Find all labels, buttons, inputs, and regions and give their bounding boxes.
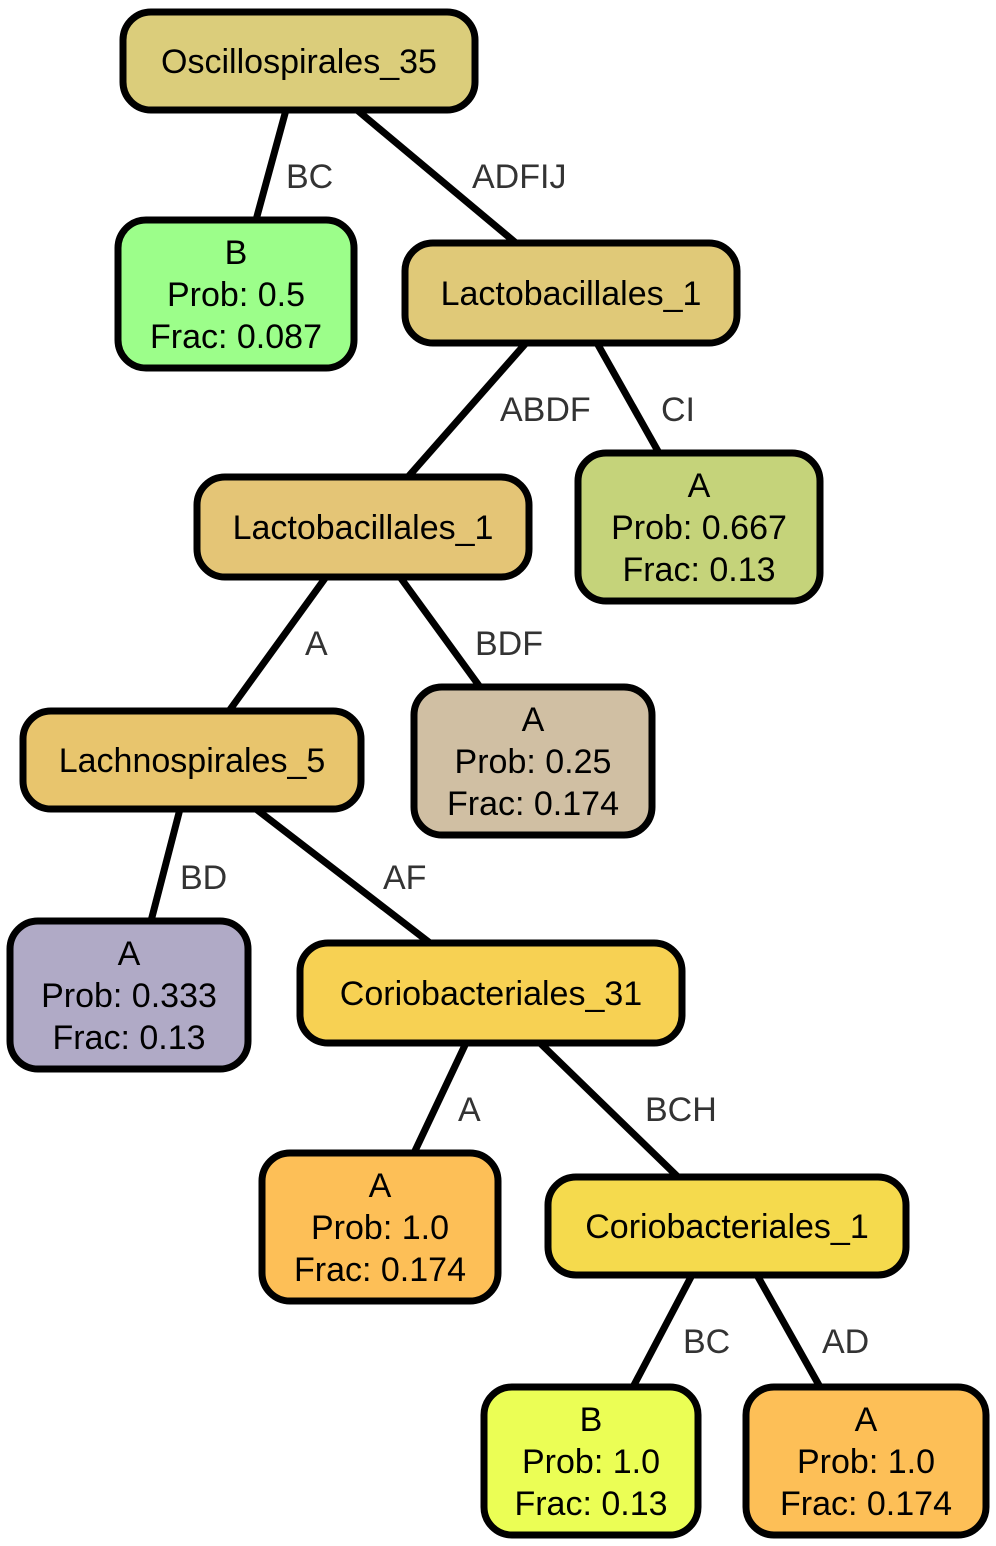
edge-label: BD [180,859,227,897]
node-box [574,449,824,605]
edge-label: CI [661,391,695,429]
node-box [114,216,358,372]
edge-label: BC [286,158,333,196]
split-node: Coriobacteriales_31 [296,939,686,1047]
edge-n6-n9 [253,806,433,946]
node-box [296,939,686,1047]
node-class-label: B [580,1401,603,1439]
node-prob-label: Prob: 0.5 [167,276,305,314]
node-split-label: Coriobacteriales_1 [585,1208,869,1246]
edge-label: A [458,1091,481,1129]
node-box [19,707,365,813]
node-box [480,1383,702,1539]
node-box [258,1149,502,1305]
edge-n9-n10 [410,1041,470,1155]
edge-n3-n5 [593,341,663,455]
node-frac-label: Frac: 0.174 [780,1485,952,1523]
edge-label: ADFIJ [472,158,566,196]
node-split-label: Coriobacteriales_31 [340,975,642,1013]
split-node: Lactobacillales_1 [401,239,741,347]
edge-label: AF [383,859,426,897]
edge-label: AD [822,1323,869,1361]
edge-n11-n13 [753,1273,824,1389]
edge-n6-n8 [147,808,184,922]
node-split-label: Oscillospirales_35 [161,43,437,81]
node-prob-label: Prob: 1.0 [311,1209,449,1247]
edge-n9-n11 [537,1040,681,1180]
node-frac-label: Frac: 0.13 [52,1019,205,1057]
node-class-label: A [369,1167,392,1205]
node-split-label: Lachnospirales_5 [59,742,326,780]
node-split-label: Lactobacillales_1 [233,509,494,547]
split-node: Lachnospirales_5 [19,707,365,813]
node-class-label: A [688,467,711,505]
node-class-label: A [118,935,141,973]
node-prob-label: Prob: 0.667 [611,509,787,547]
split-node: Oscillospirales_35 [119,8,479,114]
node-box [193,473,533,581]
edge-n4-n6 [226,574,329,714]
node-frac-label: Frac: 0.087 [150,318,322,356]
edge-n11-n12 [629,1273,696,1389]
node-prob-label: Prob: 1.0 [522,1443,660,1481]
node-box [410,683,656,839]
edge-label: BCH [645,1091,717,1129]
split-node: Coriobacteriales_1 [544,1173,910,1279]
node-frac-label: Frac: 0.13 [514,1485,667,1523]
edge-label: ABDF [500,391,591,429]
node-class-label: A [522,701,545,739]
node-box [742,1383,990,1539]
edge-label: BDF [475,625,543,663]
node-box [544,1173,910,1279]
edge-n3-n4 [405,340,529,480]
edge-label: A [305,625,328,663]
node-class-label: B [225,234,248,272]
edge-n4-n7 [397,574,483,690]
node-box [6,917,252,1073]
node-frac-label: Frac: 0.174 [294,1251,466,1289]
node-box [119,8,479,114]
edge-n1-n3 [354,107,519,246]
edge-label: BC [683,1323,730,1361]
node-split-label: Lactobacillales_1 [441,275,702,313]
node-prob-label: Prob: 0.333 [41,977,217,1015]
split-node: Lactobacillales_1 [193,473,533,581]
edge-n1-n2 [252,109,290,221]
node-prob-label: Prob: 0.25 [455,743,612,781]
node-prob-label: Prob: 1.0 [797,1443,935,1481]
node-box [401,239,741,347]
node-class-label: A [855,1401,878,1439]
node-frac-label: Frac: 0.13 [622,551,775,589]
node-frac-label: Frac: 0.174 [447,785,619,823]
